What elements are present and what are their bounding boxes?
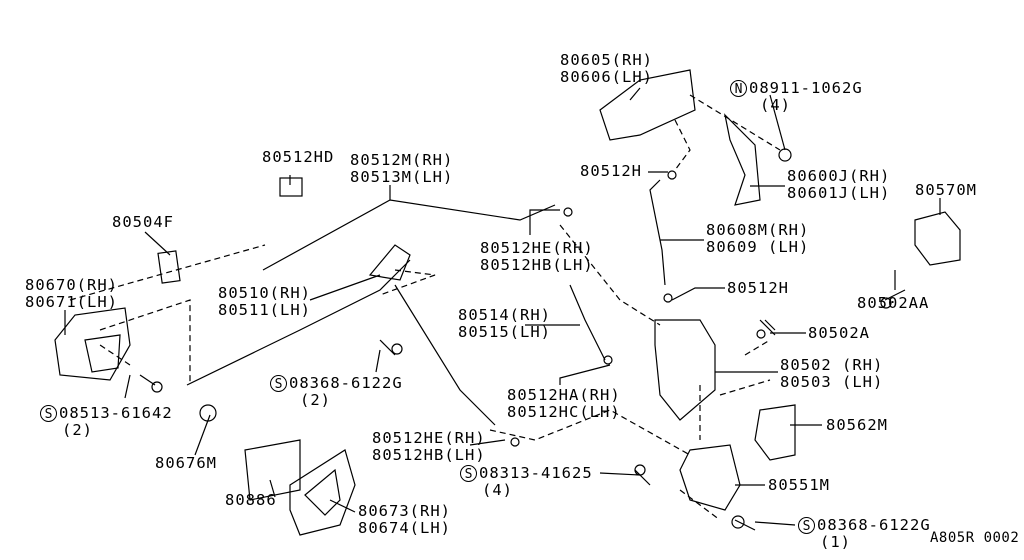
callout-clip-h-upper: 80512H [580,162,642,180]
callout-lock: 80502 (RH)80503 (LH) [780,356,884,391]
callout-clip-he-lower: 80512HE(RH)80512HB(LH) [372,429,486,464]
leader-lines [64,87,941,526]
callout-clip-he-upper: 80512HE(RH)80512HB(LH) [480,239,594,274]
callout-clip-ha: 80512HA(RH)80512HC(LH) [507,386,621,421]
callout-remote-rod: 80510(RH)80511(LH) [218,284,311,319]
nut-symbol-icon: N [730,80,747,97]
callout-rod-m: 80512M(RH)80513M(LH) [350,151,454,186]
callout-pad: 80504F [112,213,174,231]
callout-escutcheon: 80673(RH)80674(LH) [358,502,451,537]
callout-clip-h-lower: 80512H [727,279,789,297]
callout-outside-handle: 80605(RH)80606(LH) [560,51,653,86]
callout-actuator: 80551M [768,476,830,494]
screw-symbol-icon: S [798,517,815,534]
screw-symbol-icon: S [270,375,287,392]
callout-striker: 80570M [915,181,977,199]
callout-screw-aa: 80502AA [857,294,930,312]
assembly-dashes [69,94,781,521]
rods [186,179,666,426]
figure-code: A805R 0002 [930,530,1020,546]
callout-plug: 80676M [155,454,217,472]
callout-bracket-j: 80600J(RH)80601J(LH) [787,167,891,202]
callout-inside-handle: 80670(RH)80671(LH) [25,276,118,311]
screw-symbol-icon: S [40,405,57,422]
callout-80886: 80886 [225,491,277,509]
callout-clip-hd: 80512HD [262,148,335,166]
callout-rod-514: 80514(RH)80515(LH) [458,306,551,341]
screw-symbol-icon: S [460,465,477,482]
callout-screw-a: 80502A [808,324,870,342]
callout-562m: 80562M [826,416,888,434]
parts [54,69,961,536]
callout-rod-608m: 80608M(RH)80609 (LH) [706,221,810,256]
